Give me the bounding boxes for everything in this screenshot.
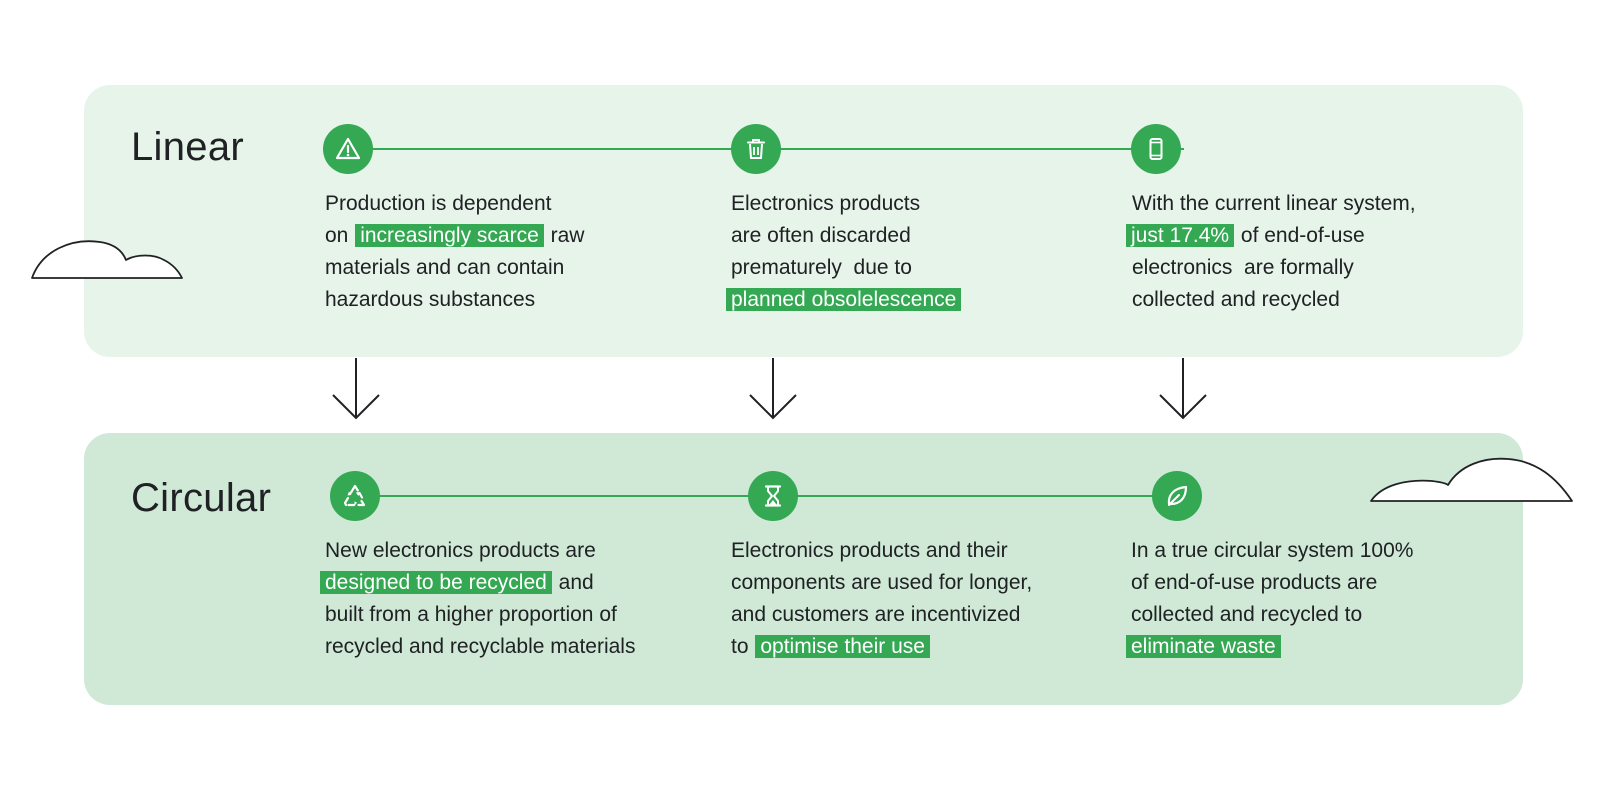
linear-item-3-text: With the current linear system, just 17.… xyxy=(1126,188,1416,316)
text-line: prematurely due to xyxy=(731,252,962,284)
highlight-text: just 17.4% xyxy=(1126,224,1235,247)
text-run: materials and can contain xyxy=(325,256,565,279)
text-run: prematurely due to xyxy=(731,256,912,279)
hourglass-icon xyxy=(748,471,798,521)
text-line: collected and recycled xyxy=(1132,284,1416,316)
text-line: With the current linear system, xyxy=(1132,188,1416,220)
linear-panel: Linear Production is dependent on increa… xyxy=(84,85,1523,357)
warning-icon xyxy=(323,124,373,174)
text-line: materials and can contain xyxy=(325,252,584,284)
arrow-down-icon xyxy=(749,358,797,420)
arrow-down-icon xyxy=(1159,358,1207,420)
text-line: In a true circular system 100% xyxy=(1131,535,1413,567)
text-run: Electronics products and their xyxy=(731,539,1008,562)
text-line: planned obsolelescence xyxy=(726,284,962,316)
text-line: on increasingly scarce raw xyxy=(325,220,584,252)
text-run: In a true circular system 100% xyxy=(1131,539,1414,562)
leaf-icon xyxy=(1152,471,1202,521)
text-line: to optimise their use xyxy=(731,631,1032,663)
text-line: components are used for longer, xyxy=(731,567,1032,599)
text-line: built from a higher proportion of xyxy=(325,599,635,631)
text-run: are often discarded xyxy=(731,224,911,247)
text-line: just 17.4% of end-of-use xyxy=(1126,220,1416,252)
text-line: New electronics products are xyxy=(325,535,635,567)
text-run: of end-of-use products are xyxy=(1131,571,1378,594)
text-line: collected and recycled to xyxy=(1131,599,1413,631)
text-run: hazardous substances xyxy=(325,288,536,311)
text-run: on xyxy=(325,224,355,247)
phone-icon xyxy=(1131,124,1181,174)
highlight-text: increasingly scarce xyxy=(355,224,544,247)
text-run: to xyxy=(731,635,755,658)
text-line: are often discarded xyxy=(731,220,962,252)
text-run: Electronics products xyxy=(731,192,921,215)
text-line: hazardous substances xyxy=(325,284,584,316)
text-run: Production is dependent xyxy=(325,192,552,215)
text-line: Production is dependent xyxy=(325,188,584,220)
highlight-text: planned obsolelescence xyxy=(726,288,962,311)
text-run: raw xyxy=(544,224,585,247)
text-run: electronics are formally xyxy=(1132,256,1354,279)
text-run: and customers are incentivized xyxy=(731,603,1021,626)
text-line: designed to be recycled and xyxy=(320,567,635,599)
text-line: recycled and recyclable materials xyxy=(325,631,635,663)
text-line: eliminate waste xyxy=(1126,631,1413,663)
text-run: recycled and recyclable materials xyxy=(325,635,636,658)
text-run: of end-of-use xyxy=(1235,224,1365,247)
text-run: built from a higher proportion of xyxy=(325,603,617,626)
circular-item-1-text: New electronics products are designed to… xyxy=(320,535,635,663)
linear-title: Linear xyxy=(131,125,244,169)
trash-icon xyxy=(731,124,781,174)
text-run: New electronics products are xyxy=(325,539,596,562)
circular-panel: Circular xyxy=(84,433,1523,705)
cloud-left-icon xyxy=(31,240,183,279)
circular-title: Circular xyxy=(131,476,272,520)
text-line: and customers are incentivized xyxy=(731,599,1032,631)
highlight-text: eliminate waste xyxy=(1126,635,1281,658)
recycle-icon xyxy=(330,471,380,521)
arrow-down-icon xyxy=(332,358,380,420)
circular-item-3-text: In a true circular system 100% of end-of… xyxy=(1126,535,1413,663)
text-run: collected and recycled to xyxy=(1131,603,1363,626)
text-line: Electronics products and their xyxy=(731,535,1032,567)
text-line: electronics are formally xyxy=(1132,252,1416,284)
text-line: Electronics products xyxy=(731,188,962,220)
text-run: and xyxy=(552,571,594,594)
cloud-right-icon xyxy=(1370,457,1573,502)
circular-item-2-text: Electronics products and their component… xyxy=(731,535,1032,663)
highlight-text: designed to be recycled xyxy=(320,571,552,594)
text-line: of end-of-use products are xyxy=(1131,567,1413,599)
linear-item-2-text: Electronics products are often discarded… xyxy=(726,188,962,316)
highlight-text: optimise their use xyxy=(755,635,930,658)
linear-item-1-text: Production is dependent on increasingly … xyxy=(325,188,584,316)
text-run: components are used for longer, xyxy=(731,571,1033,594)
text-run: With the current linear system, xyxy=(1132,192,1416,215)
text-run: collected and recycled xyxy=(1132,288,1340,311)
